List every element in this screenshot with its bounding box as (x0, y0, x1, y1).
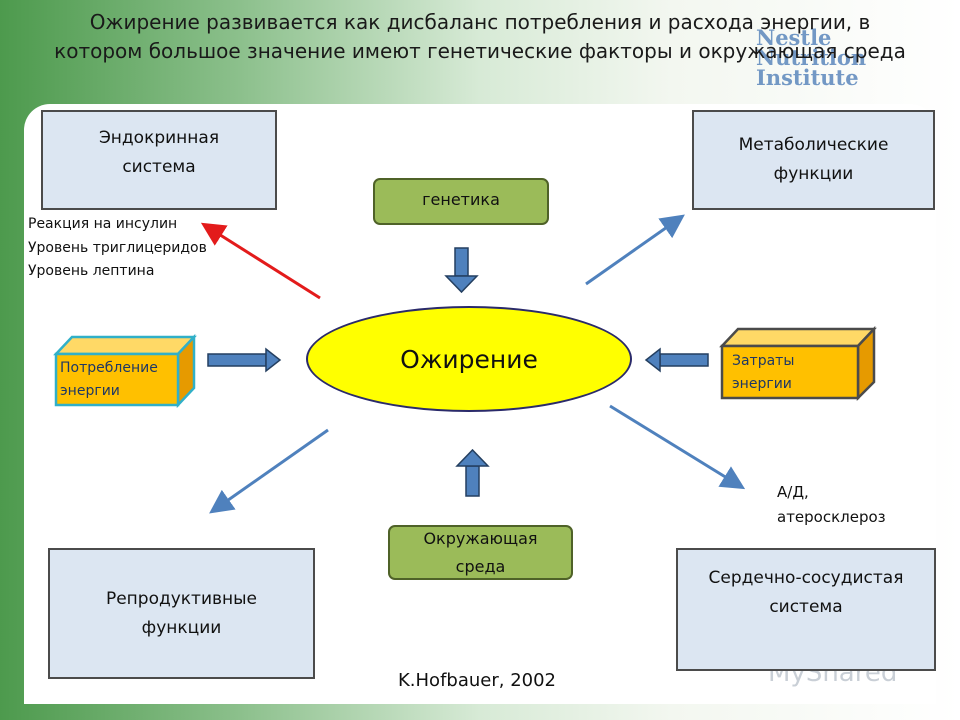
brand-logo: Nestle Nutrition Institute (756, 25, 956, 90)
arrow-up-environment (455, 448, 490, 497)
obesity-ellipse: Ожирение (306, 306, 632, 412)
intake-cube (53, 333, 197, 409)
genetics-label: генетика (422, 190, 500, 209)
expenditure-cube (719, 325, 877, 402)
genetics-box: генетика (373, 178, 549, 225)
metabolic-label: Метаболические функции (738, 135, 889, 184)
endocrine-box: Эндокринная система (41, 110, 277, 210)
reproductive-box: Репродуктивные функции (48, 548, 315, 679)
brand-line-2: Nutrition Institute (756, 45, 867, 90)
arrow-to-metabolic (585, 214, 685, 286)
environment-label: Окружающая среда (423, 528, 538, 576)
expenditure-text: Затраты энергии (732, 353, 795, 392)
endocrine-notes: Реакция на инсулин Уровень триглицеридов… (28, 213, 207, 284)
cardio-label: Сердечно-сосудистая система (708, 568, 904, 617)
obesity-label: Ожирение (400, 344, 538, 374)
note-item: А/Д, (777, 483, 809, 501)
note-item: Уровень триглицеридов (28, 239, 207, 256)
arrow-down-genetics (444, 247, 479, 294)
metabolic-box: Метаболические функции (692, 110, 935, 210)
intake-label: Потребление энергии (60, 357, 178, 403)
slide-title: Ожирение развивается как дисбаланс потре… (54, 10, 906, 63)
arrow-left-expenditure (644, 347, 709, 373)
endocrine-label: Эндокринная система (98, 128, 220, 177)
arrow-to-cardio (609, 404, 746, 490)
note-item: Реакция на инсулин (28, 216, 178, 232)
note-item: Уровень лептина (28, 263, 155, 279)
arrow-to-reproductive (209, 428, 329, 514)
arrow-right-intake (207, 347, 282, 373)
intake-text: Потребление энергии (60, 360, 158, 399)
expenditure-label: Затраты энергии (732, 350, 832, 396)
arrow-to-endocrine (200, 222, 321, 300)
brand-line-1: Nestle (756, 25, 832, 50)
reproductive-label: Репродуктивные функции (105, 588, 258, 638)
citation: K.Hofbauer, 2002 (398, 670, 557, 691)
note-item: атеросклероз (777, 508, 886, 526)
cardio-notes: А/Д, атеросклероз (777, 480, 886, 530)
environment-box: Окружающая среда (388, 525, 573, 580)
cardio-box: Сердечно-сосудистая система (676, 548, 936, 671)
